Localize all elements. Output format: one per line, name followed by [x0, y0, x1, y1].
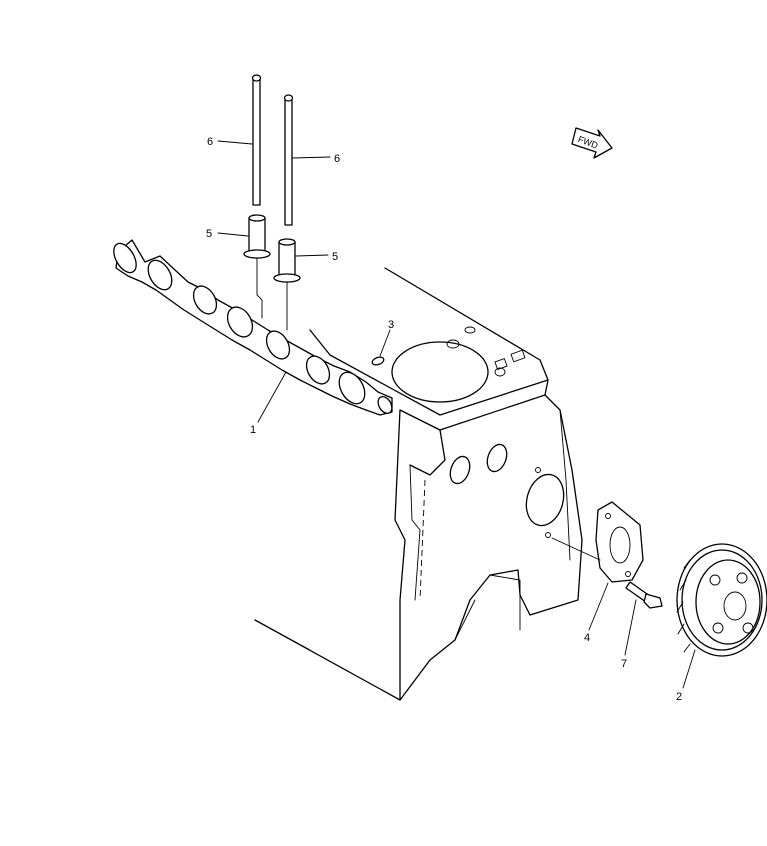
callout-tappet-left: 5	[206, 228, 212, 240]
push-rod-left	[251, 74, 262, 206]
callout-camshaft: 1	[250, 424, 256, 436]
callout-thrust-plate: 4	[584, 632, 590, 644]
flange-bolt	[625, 581, 663, 609]
woodruff-key	[371, 356, 385, 366]
tappet-right	[273, 238, 301, 283]
callout-push-rod-right: 6	[334, 153, 340, 165]
tappet-left	[243, 214, 271, 259]
callout-push-rod-left: 6	[207, 136, 213, 148]
thrust-plate	[595, 501, 644, 583]
leader-lines	[217, 140, 696, 689]
push-rod-right	[283, 94, 294, 226]
cylinder-block	[254, 267, 583, 701]
callout-tappet-right: 5	[332, 251, 338, 263]
callout-bolt: 7	[621, 658, 627, 670]
camshaft	[113, 239, 393, 416]
callout-timing-gear: 2	[676, 691, 682, 703]
camshaft-timing-gear	[676, 543, 767, 657]
fwd-arrow-icon: FWD	[571, 127, 613, 159]
callout-key: 3	[388, 319, 394, 331]
